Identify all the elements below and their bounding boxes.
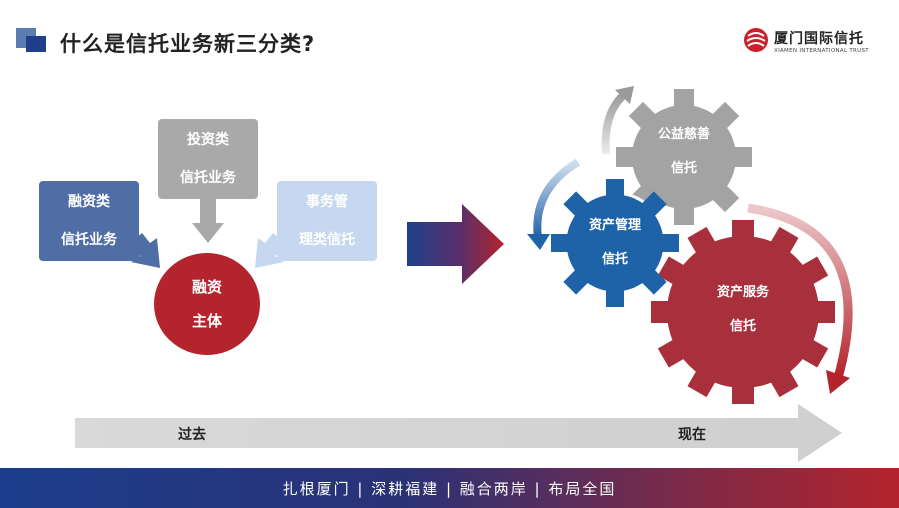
timeline-arrow-icon xyxy=(75,404,842,462)
rotation-arc-grey-icon xyxy=(601,86,634,155)
footer-band xyxy=(0,468,899,508)
rotation-arc-red-icon xyxy=(747,203,853,394)
rotation-arc-blue-icon xyxy=(527,158,581,250)
gear-asset-management-icon xyxy=(551,179,679,307)
box-label: 理类信托 xyxy=(299,232,355,248)
brand-emblem-icon xyxy=(744,28,768,52)
circle-label: 主体 xyxy=(191,312,222,330)
gear-asset-service-label: 资产服务 信托 xyxy=(716,285,769,334)
gear-asset-service-icon xyxy=(651,220,835,404)
timeline-past-label: 过去 xyxy=(178,427,206,443)
box-label: 融资类 xyxy=(68,194,110,210)
investment-trust-box: 投资类 信托业务 xyxy=(158,119,258,199)
financing-trust-box: 融资类 信托业务 xyxy=(39,181,139,261)
box-label: 事务管 xyxy=(306,194,348,210)
brand-logo: 厦门国际信托 XIAMEN INTERNATIONAL TRUST xyxy=(742,22,882,58)
transition-arrow-icon xyxy=(407,204,504,284)
affairs-trust-box: 事务管 理类信托 xyxy=(277,181,377,261)
box-label: 信托业务 xyxy=(180,170,236,186)
box-label: 信托业务 xyxy=(61,232,117,248)
timeline-present-label: 现在 xyxy=(678,427,706,443)
title-bar: 什么是信托业务新三分类? 厦门国际信托 XIAMEN INTERNATIONAL… xyxy=(0,0,899,70)
brand-english-name: XIAMEN INTERNATIONAL TRUST xyxy=(774,48,869,54)
title-decoration-icon xyxy=(26,36,46,52)
financing-entity-circle: 融资 主体 xyxy=(154,253,260,355)
gear-asset-management-label: 资产管理 信托 xyxy=(588,218,641,267)
brand-name: 厦门国际信托 xyxy=(774,31,864,47)
box-label: 投资类 xyxy=(187,132,229,148)
circle-label: 融资 xyxy=(191,278,222,296)
gear-charity-label: 公益慈善 信托 xyxy=(657,127,710,176)
page-title: 什么是信托业务新三分类? xyxy=(60,32,316,56)
footer-slogan: 扎根厦门 | 深耕福建 | 融合两岸 | 布局全国 xyxy=(282,480,617,498)
arrow-down-icon xyxy=(192,199,224,243)
